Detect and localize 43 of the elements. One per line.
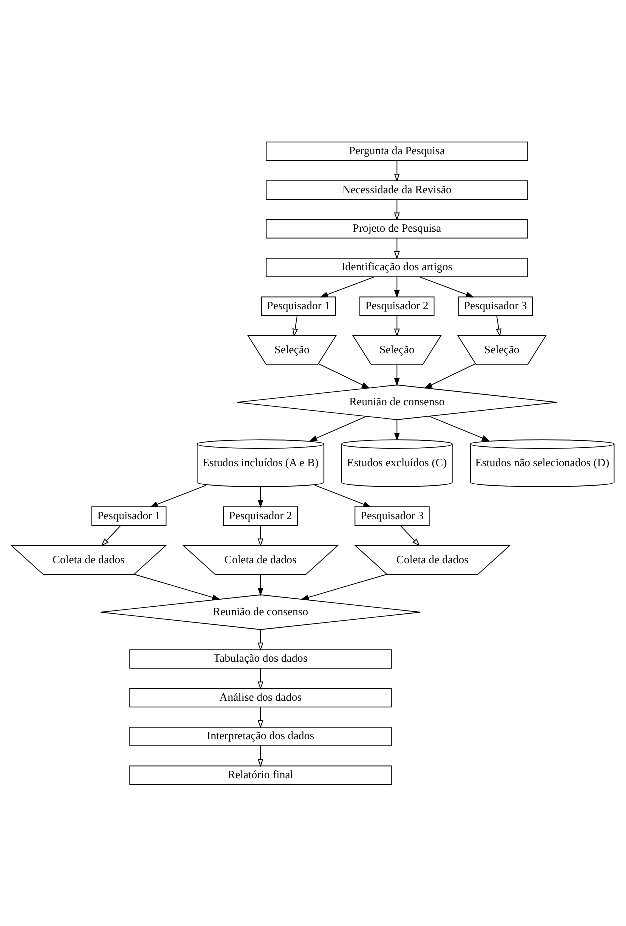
arrow [400,524,420,546]
arrow [318,363,370,388]
arrow [258,668,264,690]
arrow [292,314,298,336]
node-box: Pesquisador 3 [354,506,430,526]
arrow [258,524,264,546]
arrow [419,276,474,298]
arrow [258,628,264,650]
arrow [429,416,490,441]
node-box: Relatório final [130,765,392,785]
arrow [101,524,122,546]
arrow [394,276,400,298]
arrow [258,486,264,508]
node-box: Pesquisador 2 [223,506,298,526]
arrow [394,419,400,441]
arrow [258,745,264,767]
node-box: Análise dos dados [130,688,392,708]
node-box: Pesquisador 3 [458,296,534,316]
node-box: Identificação dos artigos [266,258,528,277]
arrow [394,198,400,220]
arrow [394,364,400,386]
arrow [258,574,264,596]
arrow [309,416,367,442]
arrow [496,314,502,336]
node-box: Tabulação dos dados [130,649,392,668]
arrow [424,363,476,388]
arrow [315,484,372,507]
node-box: Pergunta da Pesquisa [266,141,528,161]
arrow [394,238,400,260]
node-box: Interpretação dos dados [130,726,392,746]
node-box: Pesquisador 1 [261,296,336,316]
arrow [394,160,400,182]
node-box: Pesquisador 2 [360,296,435,316]
node-diamond: Reunião de consenso [236,384,558,420]
node-box: Necessidade da Revisão [266,180,528,200]
arrow [134,574,221,600]
arrow [150,484,207,507]
node-box: Pesquisador 1 [92,506,167,526]
arrow [301,574,388,600]
arrow [320,276,375,298]
node-box: Projeto de Pesquisa [266,218,528,238]
arrow [394,314,400,336]
arrow [258,706,264,728]
